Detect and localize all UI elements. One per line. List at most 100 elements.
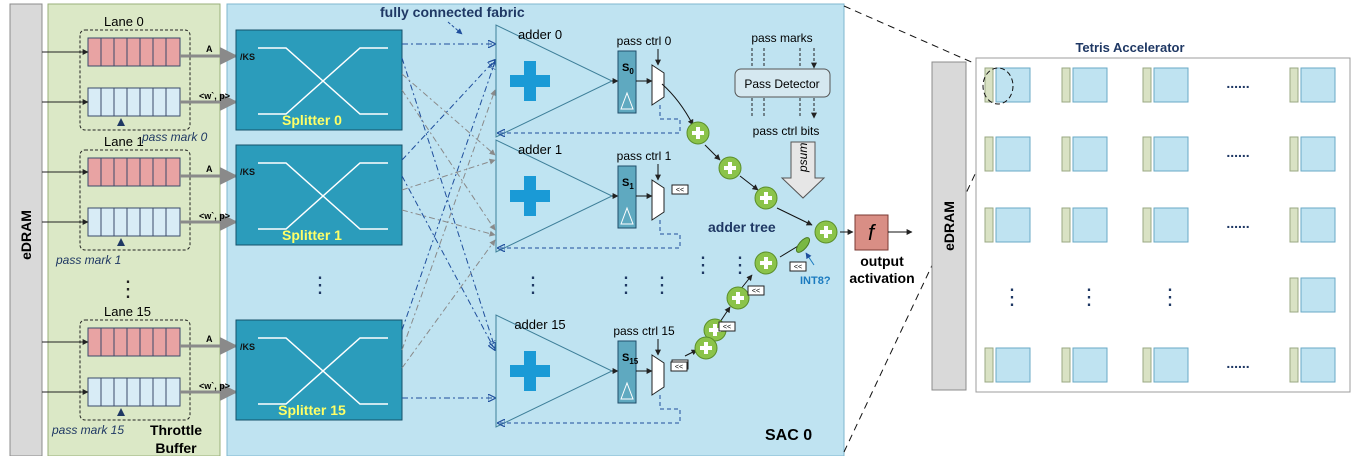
tetris-horizontal-dots: ......: [1226, 75, 1249, 91]
mux-icon: [651, 354, 665, 396]
tetris-sac-cell: [995, 207, 1031, 243]
tetris-buffer-cell: [1289, 277, 1299, 313]
adder-plus-icon: [524, 351, 536, 391]
throttle-label-line1: Throttle: [150, 422, 202, 438]
shift-label: <<: [794, 264, 802, 271]
pass-detector: pass marks Pass Detector pass ctrl bits: [734, 31, 831, 138]
lane-label: Lane 0: [104, 14, 144, 29]
pass-ctrl-label: pass ctrl 0: [617, 34, 672, 48]
tree-vertical-dots-1: ⋮: [692, 252, 714, 277]
zoom-circle: [982, 67, 1014, 105]
tree-plus-bar: [824, 226, 828, 238]
pass-mark-label: pass mark 0: [141, 130, 208, 144]
shift-box: [747, 285, 765, 296]
psum-arrow: psum: [780, 141, 826, 199]
lane-input-a-label: A: [206, 334, 213, 344]
s-register-subscript: 0: [629, 67, 634, 76]
fabric-lines: [401, 44, 495, 398]
tree-plus-bar: [713, 324, 717, 336]
adder-label: adder 15: [514, 317, 565, 332]
int8-label: INT8?: [800, 275, 831, 287]
tetris-buffer-cell: [1061, 347, 1071, 383]
tetris-vertical-dots: ⋮: [1159, 284, 1181, 309]
lane-queue-blue: [87, 207, 181, 237]
s-register-clock-icon: [620, 381, 634, 400]
tetris-sac-cell: [1153, 136, 1189, 172]
tree-vertical-dots-2: ⋮: [729, 252, 751, 277]
mux-vertical-dots: ⋮: [651, 272, 673, 297]
lane-vertical-dots: ⋮: [117, 276, 139, 301]
splitter-crossline: [258, 162, 388, 230]
adder-label: adder 0: [518, 27, 562, 42]
lane-1: Lane 1A<w`, p>pass mark 1: [42, 134, 238, 267]
s-register-clock-icon: [620, 91, 634, 110]
s-vertical-dots: ⋮: [615, 272, 637, 297]
tetris-buffer-cell: [984, 136, 994, 172]
splitter-label: Splitter 1: [282, 227, 342, 243]
tetris-grid: ..................⋮⋮⋮......: [984, 67, 1336, 383]
pass-mark-triangle-icon: [117, 408, 125, 416]
splitter-label: Splitter 0: [282, 112, 342, 128]
tetris-sac-cell: [1072, 67, 1108, 103]
splitter-1: Splitter 1/KS: [235, 144, 403, 246]
tetris-buffer-cell: [1289, 67, 1299, 103]
tree-plus-bar: [736, 292, 740, 304]
lane-input-w-label: <w`, p>: [199, 211, 230, 221]
tetris-horizontal-dots: ......: [1226, 144, 1249, 160]
adder-triangle: [495, 314, 614, 428]
lane-input-w-label: <w`, p>: [199, 381, 230, 391]
psum-label: psum: [796, 143, 810, 173]
lane-label: Lane 1: [104, 134, 144, 149]
tetris-buffer-cell: [1142, 136, 1152, 172]
pass-mark-label: pass mark 15: [51, 423, 124, 437]
lane-queue-blue: [87, 87, 181, 117]
lane-input-a-label: A: [206, 164, 213, 174]
lane-input-a-label: A: [206, 44, 213, 54]
lane-input-w-label: <w`, p>: [199, 91, 230, 101]
pass-ctrl-label: pass ctrl 1: [617, 149, 672, 163]
mux-icon: [651, 64, 665, 106]
tree-plus-bar: [704, 342, 708, 354]
splitter-ks-label: /KS: [240, 342, 255, 352]
tetris-buffer-cell: [1142, 67, 1152, 103]
tree-plus-bar: [696, 127, 700, 139]
tetris-sac-cell: [1072, 136, 1108, 172]
adder-tree: <<<<<<<< adder tree INT8?: [661, 83, 854, 372]
tetris-buffer-cell: [984, 67, 994, 103]
fabric-label: fully connected fabric: [380, 4, 525, 20]
pass-mark-triangle-icon: [117, 238, 125, 246]
zoom-line-top: [843, 5, 986, 69]
tetris-vertical-dots: ⋮: [1001, 284, 1023, 309]
tetris-buffer-cell: [1142, 347, 1152, 383]
splitter-ks-label: /KS: [240, 52, 255, 62]
tetris-edram-bar: [931, 61, 967, 391]
tree-plus-bar: [764, 192, 768, 204]
tetris-sac-cell: [995, 67, 1031, 103]
output-activation-line1: output: [860, 253, 904, 269]
adder-triangle: [495, 139, 614, 253]
tetris-sac-cell: [1153, 67, 1189, 103]
tetris-sac-cell: [1300, 136, 1336, 172]
tetris-buffer-cell: [984, 207, 994, 243]
s-register-box: [617, 50, 637, 114]
tetris-buffer-cell: [1289, 207, 1299, 243]
feedback-loop-arrow: [498, 220, 681, 248]
pass-detector-label: Pass Detector: [744, 77, 819, 91]
shift-box: [789, 261, 807, 272]
tetris-sac-cell: [995, 136, 1031, 172]
tetris-sac-cell: [1300, 207, 1336, 243]
shift-box: [718, 321, 736, 332]
splitter-crossline: [258, 47, 388, 115]
shift-label: <<: [676, 187, 684, 194]
s-register-box: [617, 340, 637, 404]
tetris-sac-cell: [1153, 347, 1189, 383]
tetris-buffer-cell: [1142, 207, 1152, 243]
feedback-loop-arrow: [498, 105, 681, 133]
tetris-title: Tetris Accelerator: [1075, 40, 1184, 55]
tetris-sac-cell: [1300, 347, 1336, 383]
tree-shifters: <<<<<<<<: [670, 261, 807, 372]
